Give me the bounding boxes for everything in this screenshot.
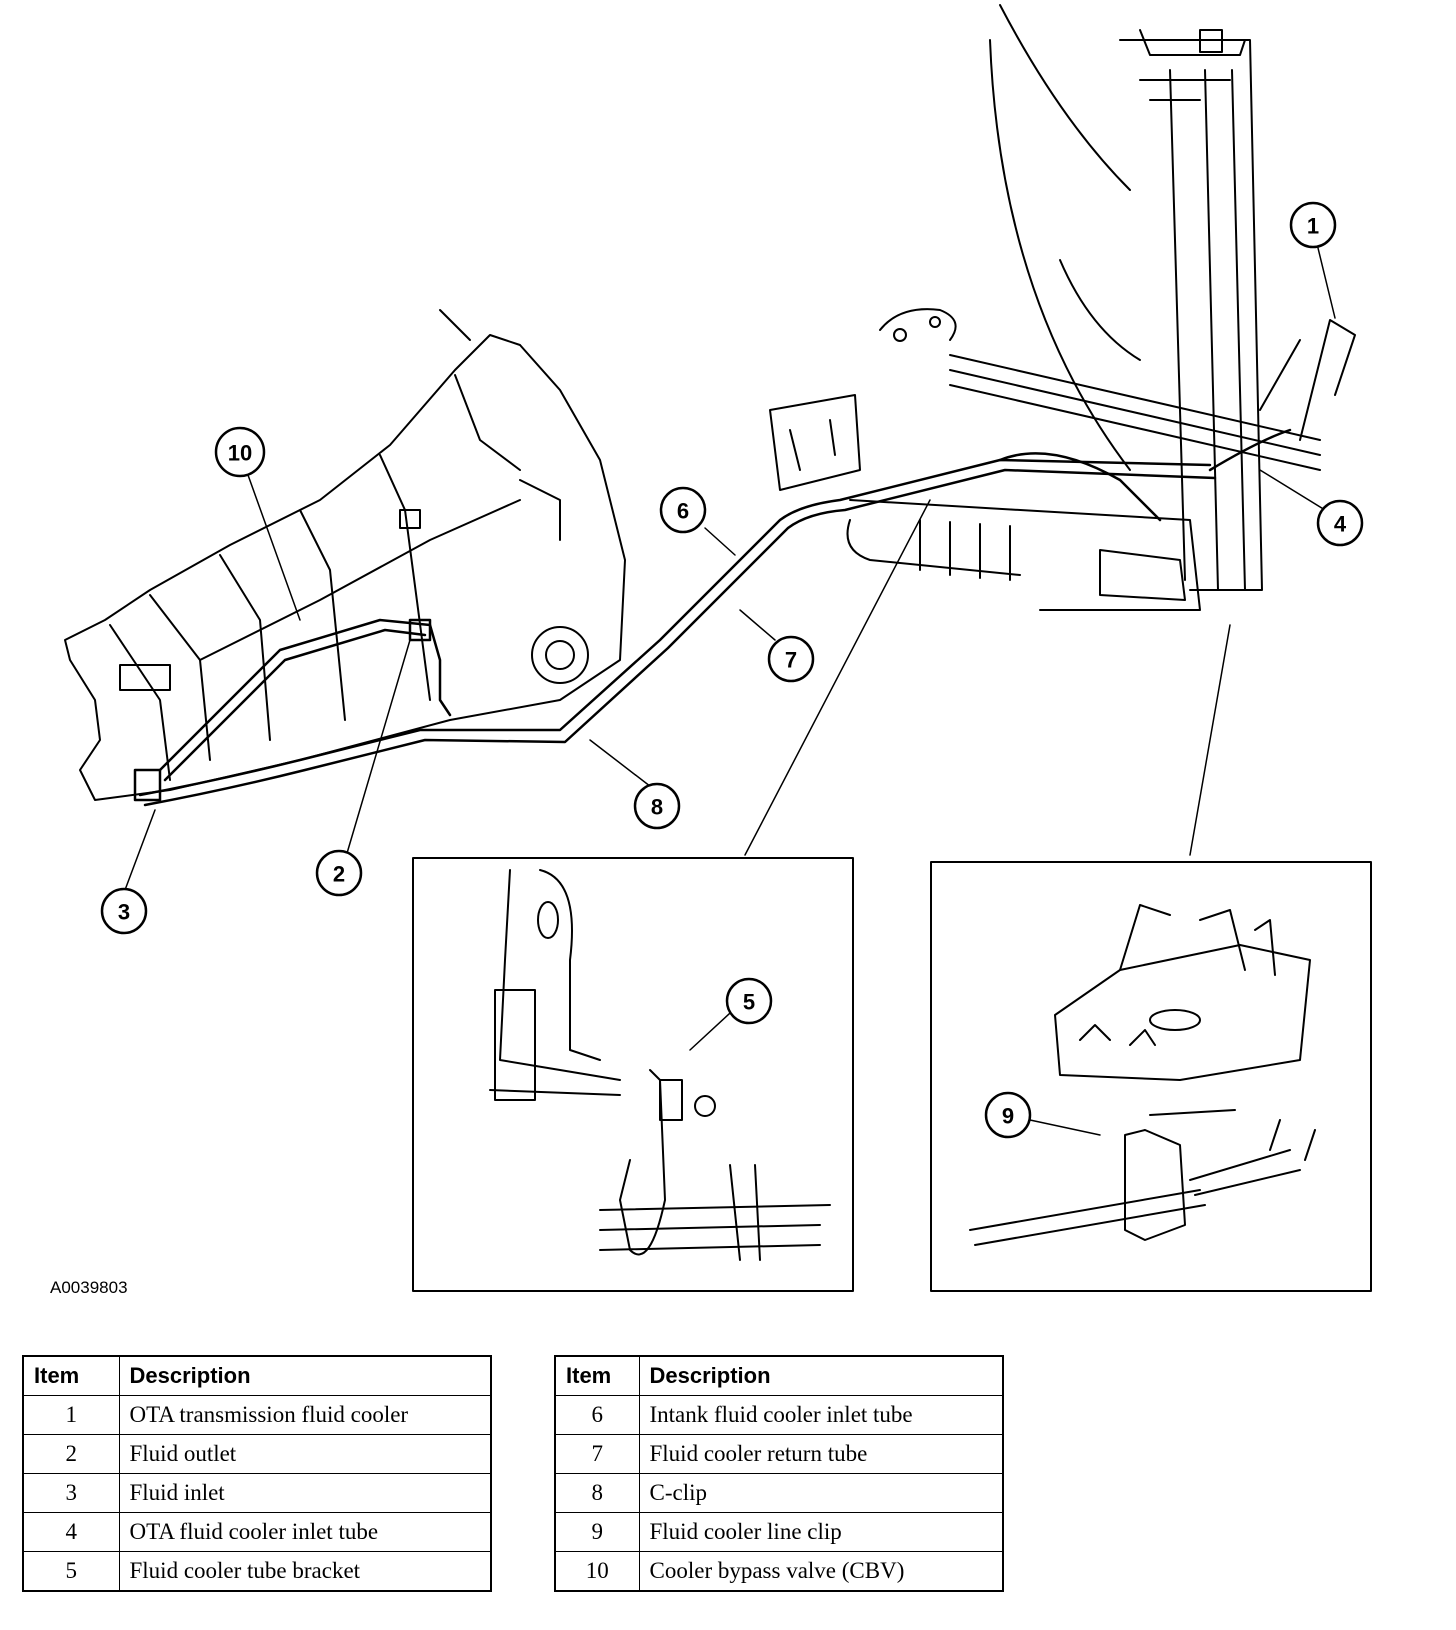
header-description: Description — [638, 1355, 1004, 1396]
svg-text:3: 3 — [118, 900, 130, 925]
item-number: 9 — [554, 1512, 640, 1552]
svg-text:7: 7 — [785, 648, 797, 673]
item-number: 6 — [554, 1395, 640, 1435]
engine-area-drawing — [769, 308, 1201, 611]
callout-1: 1 — [1289, 201, 1337, 249]
item-number: 7 — [554, 1434, 640, 1474]
item-number: 4 — [22, 1512, 120, 1552]
radiator-shroud-drawing — [989, 4, 1263, 591]
callout-9: 9 — [984, 1091, 1032, 1139]
leader-lines — [124, 247, 1336, 1136]
cooler-line-diagram: 1 2 3 4 5 6 7 8 9 10 — [64, 4, 1372, 1292]
svg-text:6: 6 — [677, 499, 689, 524]
transmission-drawing — [64, 309, 626, 801]
item-number: 2 — [22, 1434, 120, 1474]
header-item: Item — [554, 1355, 640, 1396]
callout-2: 2 — [315, 849, 363, 897]
callout-10: 10 — [214, 426, 266, 478]
ota-cooler-drawing — [949, 319, 1356, 471]
callout-6: 6 — [659, 486, 707, 534]
item-description: OTA fluid cooler inlet tube — [118, 1512, 492, 1552]
callout-7: 7 — [767, 635, 815, 683]
callout-3: 3 — [100, 887, 148, 935]
callout-8: 8 — [633, 782, 681, 830]
svg-text:4: 4 — [1334, 512, 1347, 537]
item-description: Fluid cooler line clip — [638, 1512, 1004, 1552]
item-description: C-clip — [638, 1473, 1004, 1513]
legend-header-row: Item Description — [554, 1355, 1004, 1396]
item-number: 5 — [22, 1551, 120, 1592]
item-number: 8 — [554, 1473, 640, 1513]
svg-text:1: 1 — [1307, 214, 1319, 239]
header-description: Description — [118, 1355, 492, 1396]
item-description: OTA transmission fluid cooler — [118, 1395, 492, 1435]
item-description: Cooler bypass valve (CBV) — [638, 1551, 1004, 1592]
callout-4: 4 — [1316, 499, 1364, 547]
svg-text:5: 5 — [743, 990, 755, 1015]
item-description: Fluid cooler return tube — [638, 1434, 1004, 1474]
inset-line-clip-panel — [930, 861, 1372, 1292]
svg-text:8: 8 — [651, 795, 663, 820]
svg-text:9: 9 — [1002, 1104, 1014, 1129]
item-number: 3 — [22, 1473, 120, 1513]
item-description: Intank fluid cooler inlet tube — [638, 1395, 1004, 1435]
item-description: Fluid inlet — [118, 1473, 492, 1513]
svg-text:10: 10 — [228, 441, 252, 466]
legend-header-row: Item Description — [22, 1355, 492, 1396]
svg-text:2: 2 — [333, 862, 345, 887]
inset-bracket-panel — [412, 857, 854, 1292]
figure-id: A0039803 — [50, 1278, 128, 1297]
item-number: 1 — [22, 1395, 120, 1435]
header-item: Item — [22, 1355, 120, 1396]
item-description: Fluid cooler tube bracket — [118, 1551, 492, 1592]
item-number: 10 — [554, 1551, 640, 1592]
callout-5: 5 — [725, 977, 773, 1025]
cooler-tubes-drawing — [133, 428, 1292, 807]
item-description: Fluid outlet — [118, 1434, 492, 1474]
